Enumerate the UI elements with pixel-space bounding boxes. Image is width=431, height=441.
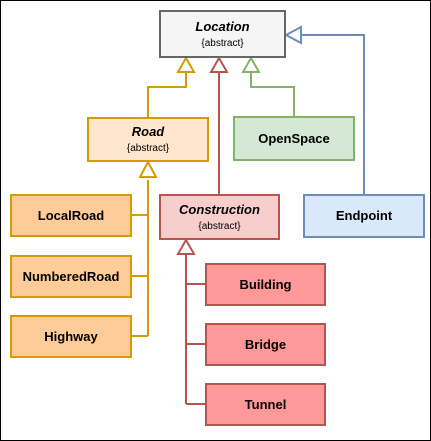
- edge-endpoint-location-arrowhead: [283, 25, 302, 45]
- edge-road-location: [147, 72, 187, 117]
- class-numberedroad[interactable]: NumberedRoad: [10, 255, 132, 298]
- class-road[interactable]: Road {abstract}: [87, 117, 209, 162]
- class-bridge-name: Bridge: [244, 336, 287, 352]
- class-construction[interactable]: Construction {abstract}: [159, 194, 280, 240]
- edge-road-children-arrowhead: [138, 159, 158, 178]
- class-endpoint[interactable]: Endpoint: [303, 194, 425, 238]
- class-location-stereotype: {abstract}: [201, 37, 244, 49]
- class-building-name: Building: [239, 276, 292, 292]
- class-location[interactable]: Location {abstract}: [159, 10, 286, 58]
- class-construction-name: Construction: [179, 201, 260, 217]
- class-localroad[interactable]: LocalRoad: [10, 194, 132, 237]
- edge-road-location-arrowhead: [176, 55, 196, 73]
- class-highway-name: Highway: [44, 328, 98, 344]
- class-localroad-name: LocalRoad: [37, 207, 105, 223]
- edge-openspace-location-arrowhead: [241, 55, 261, 73]
- class-road-name: Road: [131, 124, 165, 139]
- class-openspace[interactable]: OpenSpace: [233, 116, 355, 161]
- class-building[interactable]: Building: [205, 263, 326, 306]
- class-road-stereotype: {abstract}: [126, 143, 170, 154]
- class-bridge[interactable]: Bridge: [205, 323, 326, 366]
- class-tunnel-name: Tunnel: [244, 396, 287, 412]
- class-location-name: Location: [195, 18, 250, 34]
- edge-endpoint-location: [301, 34, 365, 194]
- class-tunnel[interactable]: Tunnel: [205, 383, 326, 426]
- class-construction-stereotype: {abstract}: [198, 220, 241, 232]
- class-endpoint-name: Endpoint: [335, 208, 393, 223]
- edge-construction-location-arrowhead: [209, 55, 229, 73]
- edge-openspace-location: [250, 72, 295, 116]
- class-openspace-name: OpenSpace: [258, 130, 330, 146]
- edge-construction-children-arrowhead: [176, 237, 196, 255]
- class-numberedroad-name: NumberedRoad: [22, 268, 120, 284]
- class-highway[interactable]: Highway: [10, 315, 132, 358]
